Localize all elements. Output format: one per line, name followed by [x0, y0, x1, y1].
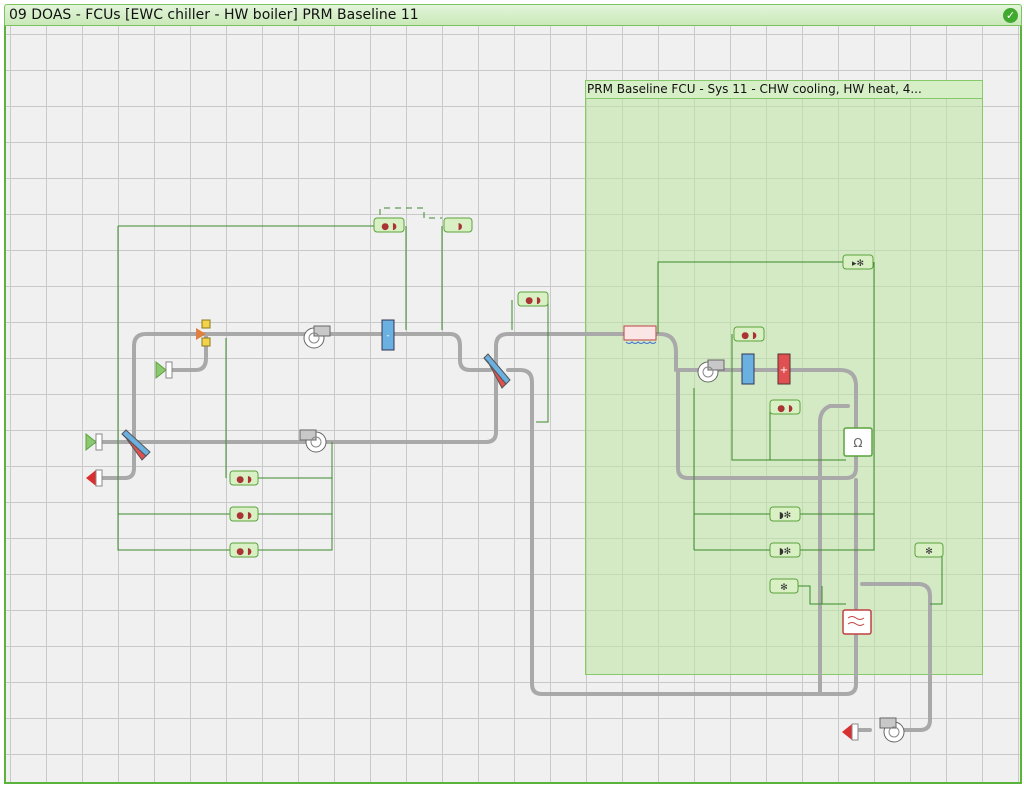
svg-text:● ◗: ● ◗ — [236, 475, 252, 485]
svg-text:● ◗: ● ◗ — [741, 331, 757, 341]
control-wire-2 — [117, 226, 230, 551]
heat-exchanger-2-icon[interactable] — [483, 353, 511, 389]
control-wire-6 — [256, 444, 333, 551]
svg-text:Ω: Ω — [853, 436, 862, 450]
control-wire-dashed — [379, 207, 442, 226]
svg-text:● ◗: ● ◗ — [525, 296, 541, 306]
sensor-node[interactable]: ● ◗ — [373, 217, 405, 233]
fan-controller-node[interactable]: ✻ — [914, 542, 944, 558]
svg-text:✻: ✻ — [925, 547, 933, 557]
exhaust-outlet-2-icon[interactable] — [842, 723, 859, 741]
sensor-node[interactable]: ● ◗ — [229, 542, 259, 558]
svg-text:◗: ◗ — [458, 222, 463, 232]
supply-fan-icon[interactable] — [303, 325, 331, 349]
exhaust-fan-icon[interactable] — [879, 717, 905, 743]
thermal-zone-icon[interactable]: Ω — [843, 427, 873, 457]
sensor-node[interactable]: ● ◗ — [733, 326, 765, 342]
control-wire-11 — [536, 300, 549, 423]
svg-text:+: + — [780, 365, 788, 376]
fcu-cooling-coil-icon[interactable] — [741, 353, 755, 385]
svg-text:✻: ✻ — [780, 583, 788, 593]
svg-text:● ◗: ● ◗ — [236, 511, 252, 521]
mixing-branch-duct — [168, 332, 208, 372]
sensor-node[interactable]: ● ◗ — [229, 470, 259, 486]
control-wire-18 — [731, 334, 846, 461]
sensor-node[interactable]: ● ◗ — [517, 291, 549, 307]
svg-text:-: - — [386, 331, 389, 341]
control-wire-12 — [657, 261, 846, 334]
outdoor-air-inlet-icon[interactable] — [85, 432, 103, 452]
exhaust-outlet-icon[interactable] — [86, 469, 103, 487]
window-title: 09 DOAS - FCUs [EWC chiller - HW boiler]… — [9, 7, 419, 23]
svg-text:◗✻: ◗✻ — [779, 511, 791, 521]
sensor-node[interactable]: ● ◗ — [229, 506, 259, 522]
zone-plenum-icon[interactable] — [623, 325, 657, 344]
fcu-return-duct[interactable] — [676, 370, 858, 480]
svg-text:● ◗: ● ◗ — [236, 547, 252, 557]
fcu-fan-icon[interactable] — [697, 359, 725, 383]
return-fan-icon[interactable] — [299, 429, 327, 453]
relief-inlet-icon[interactable] — [155, 360, 173, 380]
fcu-supply-duct[interactable] — [674, 368, 858, 432]
fcu-heating-coil-icon[interactable]: + — [777, 353, 791, 385]
fan-controller-node[interactable]: ◗✻ — [769, 506, 801, 522]
sensor-node[interactable]: ● ◗ — [769, 399, 801, 415]
svg-text:● ◗: ● ◗ — [777, 404, 793, 414]
subsystem-title: PRM Baseline FCU - Sys 11 - CHW cooling,… — [586, 81, 982, 99]
return-duct-doas[interactable] — [94, 332, 678, 444]
control-wire-22 — [930, 550, 943, 605]
fan-controller-node[interactable]: ◗✻ — [769, 542, 801, 558]
svg-text:▸✻: ▸✻ — [852, 259, 864, 269]
sensor-node[interactable]: ◗ — [443, 217, 473, 233]
control-wire-13 — [798, 262, 875, 551]
window-titlebar[interactable]: 09 DOAS - FCUs [EWC chiller - HW boiler]… — [4, 4, 1022, 26]
fan-controller-node[interactable]: ▸✻ — [842, 254, 874, 270]
control-wire-20 — [798, 585, 846, 605]
cooling-coil-icon[interactable]: - — [381, 319, 395, 351]
exhaust-duct[interactable] — [860, 582, 932, 732]
mixing-damper-icon[interactable] — [196, 319, 211, 347]
svg-text:● ◗: ● ◗ — [381, 222, 397, 232]
zone-branch-duct-b — [818, 404, 832, 696]
heat-recovery-exchanger-icon[interactable] — [121, 429, 151, 461]
svg-text:◗✻: ◗✻ — [779, 547, 791, 557]
exhaust-grille-icon[interactable] — [842, 609, 872, 635]
supply-duct-doas[interactable] — [94, 332, 492, 480]
fan-controller-node[interactable]: ✻ — [769, 578, 799, 594]
hx-exhaust-duct[interactable] — [506, 368, 858, 696]
check-circle-icon: ✓ — [1003, 8, 1018, 23]
